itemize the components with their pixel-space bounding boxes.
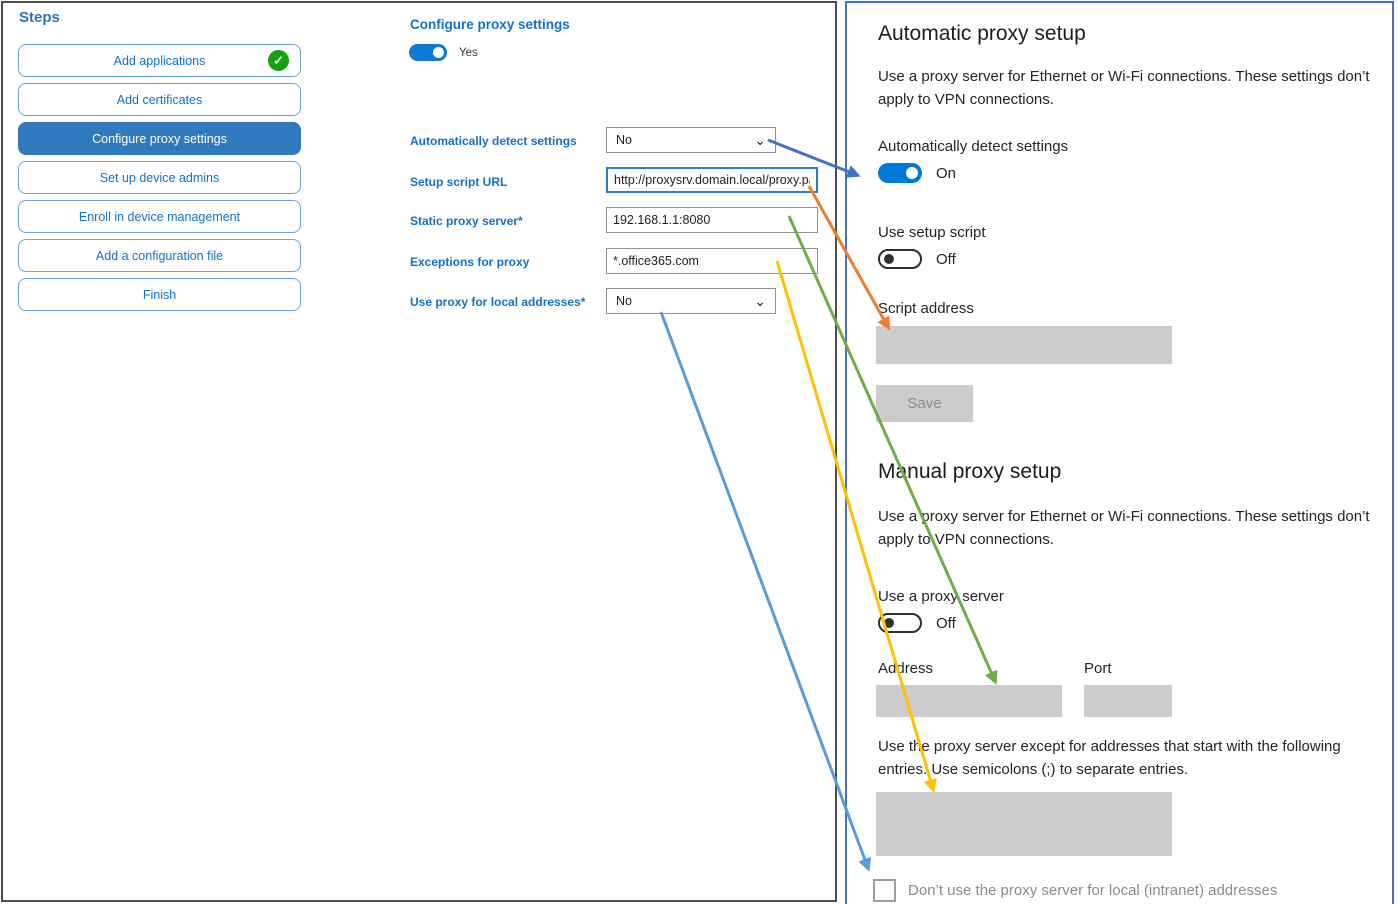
selected-value: No <box>616 133 632 147</box>
setup-script-url-input[interactable] <box>606 167 818 193</box>
port-label: Port <box>1084 660 1112 677</box>
sidebar-item-add-applications[interactable]: Add applications ✓ <box>18 44 301 77</box>
sidebar-item-configure-proxy-settings[interactable]: Configure proxy settings <box>18 122 301 155</box>
manual-proxy-description: Use a proxy server for Ethernet or Wi-Fi… <box>878 508 1370 548</box>
toggle-knob <box>906 167 918 179</box>
sidebar-item-add-a-configuration-file[interactable]: Add a configuration file <box>18 239 301 272</box>
check-icon: ✓ <box>268 50 289 71</box>
use-proxy-local-select[interactable]: No ⌄ <box>606 288 776 314</box>
exceptions-for-proxy-input[interactable] <box>606 248 818 274</box>
use-setup-script-label: Use setup script <box>878 224 986 241</box>
save-button[interactable]: Save <box>876 385 973 422</box>
configure-proxy-toggle[interactable] <box>409 44 447 61</box>
field-label-static-proxy-server: Static proxy server* <box>410 214 523 228</box>
automatic-proxy-description: Use a proxy server for Ethernet or Wi-Fi… <box>878 68 1370 108</box>
sidebar-item-label: Configure proxy settings <box>92 131 227 146</box>
field-label-setup-script-url: Setup script URL <box>410 175 508 189</box>
sidebar-item-label: Add certificates <box>116 92 203 107</box>
configure-proxy-toggle-state: Yes <box>459 47 478 59</box>
local-addresses-checkbox[interactable] <box>873 879 896 902</box>
toggle-knob <box>884 618 894 628</box>
auto-detect-select[interactable]: No ⌄ <box>606 127 776 153</box>
chevron-down-icon: ⌄ <box>754 132 766 148</box>
use-setup-script-toggle[interactable] <box>878 249 922 269</box>
manual-proxy-setup-heading: Manual proxy setup <box>878 460 1062 483</box>
sidebar-item-finish[interactable]: Finish <box>18 278 301 311</box>
script-address-input[interactable] <box>876 326 1172 364</box>
use-proxy-server-toggle-state: Off <box>936 615 956 632</box>
auto-detect-label: Automatically detect settings <box>878 138 1069 155</box>
sidebar-item-label: Set up device admins <box>99 170 220 185</box>
auto-detect-toggle[interactable] <box>878 163 922 183</box>
use-proxy-server-toggle[interactable] <box>878 613 922 633</box>
port-input[interactable] <box>1084 685 1172 717</box>
auto-detect-toggle-state: On <box>936 165 957 182</box>
toggle-knob <box>884 254 894 264</box>
local-addresses-checkbox-label: Don’t use the proxy server for local (in… <box>908 882 1278 899</box>
address-label: Address <box>878 660 934 677</box>
sidebar-item-enroll-in-device-management[interactable]: Enroll in device management <box>18 200 301 233</box>
exception-list-textarea[interactable] <box>876 792 1172 856</box>
address-input[interactable] <box>876 685 1062 717</box>
field-label-auto-detect: Automatically detect settings <box>410 134 577 148</box>
sidebar-item-add-certificates[interactable]: Add certificates <box>18 83 301 116</box>
steps-title: Steps <box>19 9 60 26</box>
chevron-down-icon: ⌄ <box>754 293 766 309</box>
use-proxy-server-label: Use a proxy server <box>878 588 1004 605</box>
static-proxy-server-input[interactable] <box>606 207 818 233</box>
field-label-exceptions-for-proxy: Exceptions for proxy <box>410 255 530 269</box>
sidebar-item-label: Add a configuration file <box>95 248 224 263</box>
form-title: Configure proxy settings <box>410 17 570 32</box>
sidebar-item-label: Add applications <box>113 53 206 68</box>
use-setup-script-toggle-state: Off <box>936 251 956 268</box>
toggle-knob <box>433 47 444 58</box>
sidebar-item-set-up-device-admins[interactable]: Set up device admins <box>18 161 301 194</box>
script-address-label: Script address <box>878 300 974 317</box>
exceptions-hint: Use the proxy server except for addresse… <box>878 738 1341 778</box>
selected-value: No <box>616 294 632 308</box>
sidebar-item-label: Enroll in device management <box>78 209 241 224</box>
sidebar-item-label: Finish <box>142 287 177 302</box>
field-label-use-proxy-local: Use proxy for local addresses* <box>410 295 586 309</box>
automatic-proxy-setup-heading: Automatic proxy setup <box>878 22 1086 45</box>
